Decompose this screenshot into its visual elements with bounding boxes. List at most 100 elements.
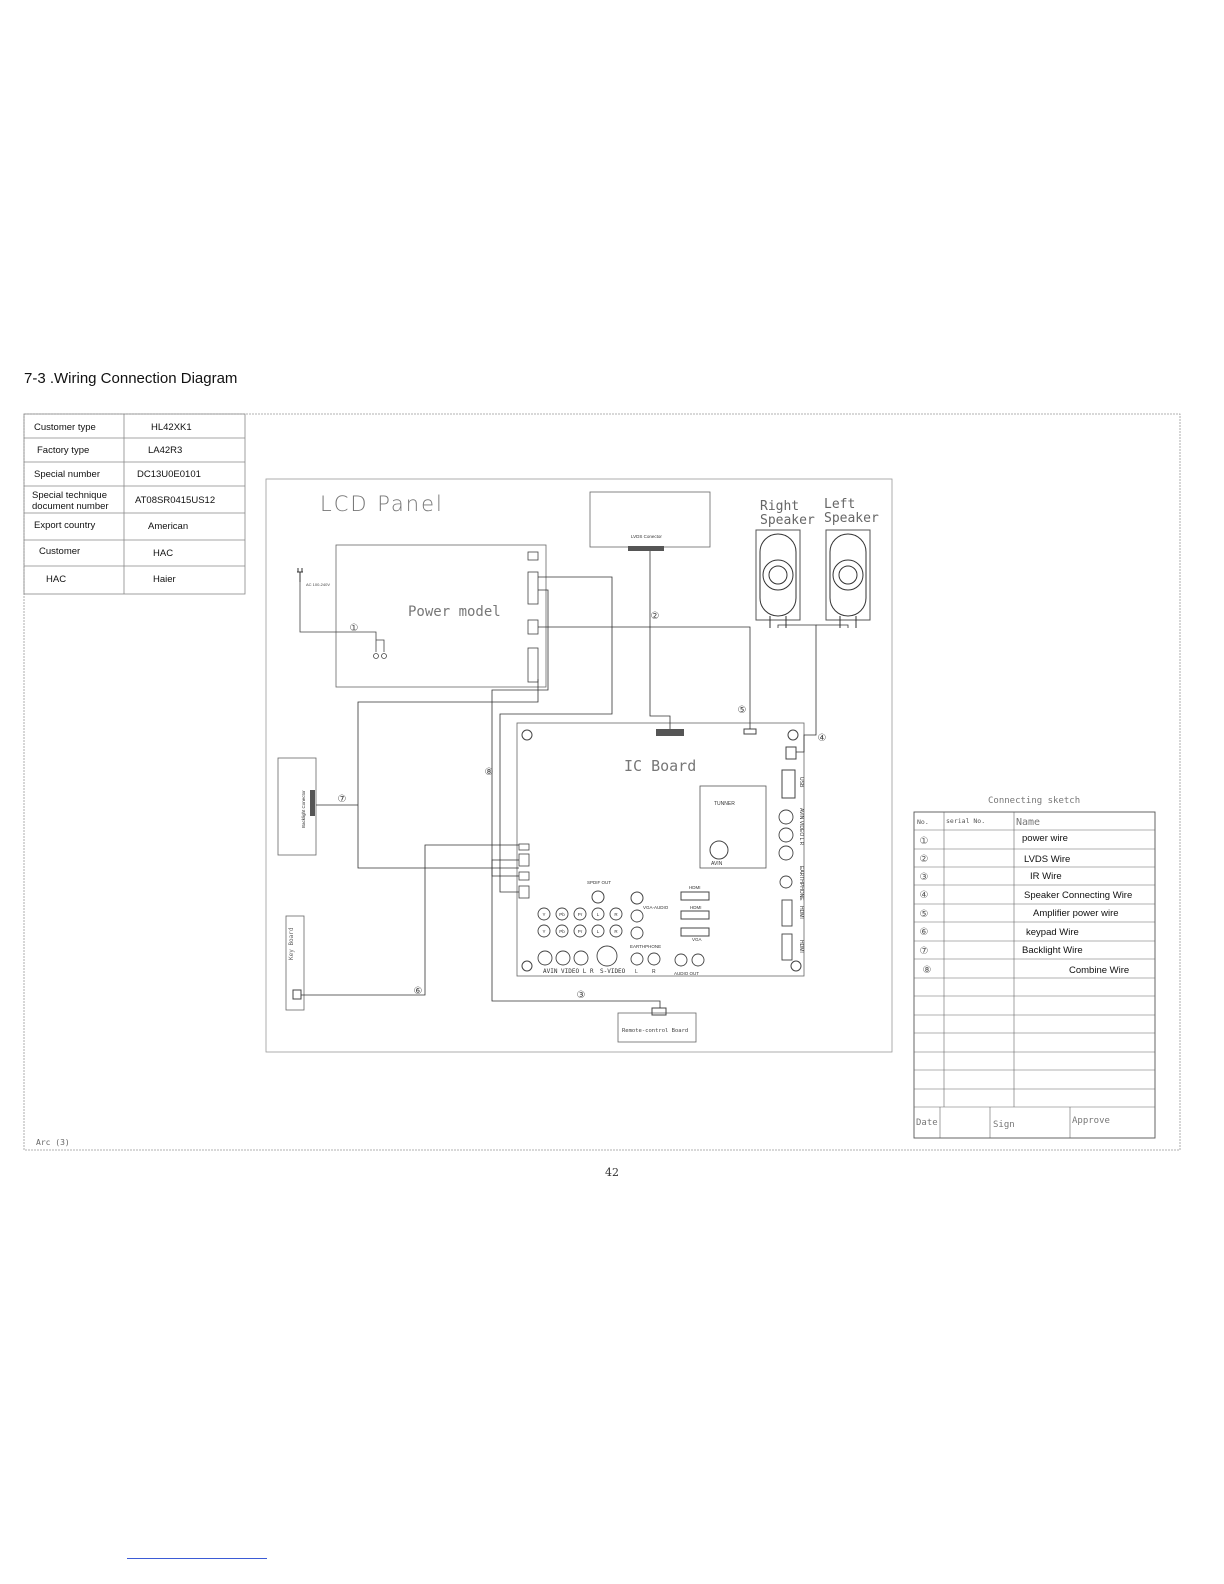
ic-board-mount-hole bbox=[521, 729, 533, 741]
remote-board-label: Remote-control Board bbox=[622, 1028, 688, 1034]
wire-marker-3: ③ bbox=[577, 990, 586, 1001]
hdmi-side-label-2: HDMI bbox=[798, 940, 804, 953]
backlight-wire bbox=[357, 679, 539, 869]
hdmi-side-label-1: HDMI bbox=[798, 906, 804, 919]
left-speaker-label-1: Left bbox=[824, 497, 855, 512]
component-label-r2: R bbox=[614, 929, 618, 934]
usb-port-label: USB bbox=[798, 777, 804, 788]
lvds-connector-label: LVDS Conector bbox=[631, 534, 662, 539]
wire-marker-6: ⑥ bbox=[414, 986, 423, 997]
info-table: Customer type HL42XK1 Factory type LA42R… bbox=[23, 413, 246, 595]
amp-board-connector bbox=[743, 728, 757, 735]
av-in-video-lr-side-label: AVIN VIDEO L R bbox=[798, 808, 804, 846]
sketch-row-no: ⑦ bbox=[920, 946, 929, 957]
power-module-label: Power model bbox=[408, 604, 501, 620]
right-speaker-label-2: Speaker bbox=[760, 513, 815, 528]
sketch-row-name: Speaker Connecting Wire bbox=[1024, 890, 1132, 901]
connecting-sketch-title: Connecting sketch bbox=[988, 796, 1080, 806]
spdif-jack bbox=[591, 890, 605, 904]
hdmi-port-1 bbox=[680, 891, 710, 901]
keypad-wire bbox=[301, 844, 519, 996]
av-in-label: AVIN bbox=[711, 861, 723, 867]
component-label-y2: Y bbox=[542, 929, 545, 934]
bottom-label-audio-out: AUDIO OUT bbox=[674, 971, 699, 976]
component-label-pb2: Pb bbox=[559, 929, 565, 934]
speaker-board-connector bbox=[785, 746, 797, 760]
key-board-box bbox=[285, 915, 305, 1011]
vga-label: VGA bbox=[692, 937, 702, 942]
sketch-row-name: LVDS Wire bbox=[1024, 854, 1070, 865]
right-speaker-icon bbox=[755, 529, 801, 628]
ac-plug-icon bbox=[297, 568, 303, 582]
page-title: 7-3 .Wiring Connection Diagram bbox=[24, 370, 238, 387]
key-board-connector bbox=[292, 989, 302, 1000]
drawing-frame bbox=[23, 413, 1181, 1151]
page-number: 42 bbox=[605, 1166, 619, 1179]
remote-board-connector bbox=[651, 1007, 667, 1016]
info-value-customer-type: HL42XK1 bbox=[151, 422, 192, 433]
power-module-connectors bbox=[527, 551, 539, 683]
component-jacks bbox=[537, 907, 644, 940]
vga-port bbox=[680, 927, 710, 937]
sketch-row-name: Backlight Wire bbox=[1022, 945, 1083, 956]
component-label-pr1: Pr bbox=[578, 912, 583, 917]
earphone-side-label: EARTHPHONE bbox=[798, 866, 804, 901]
wires bbox=[301, 551, 849, 1008]
power-module-box bbox=[335, 544, 547, 688]
sketch-row-name: Combine Wire bbox=[1069, 965, 1129, 976]
earphone-label: EARTHPHONE bbox=[630, 944, 661, 949]
wire-marker-8: ⑧ bbox=[485, 767, 494, 778]
sketch-row-no: ① bbox=[920, 836, 929, 847]
info-value-export-country: American bbox=[148, 521, 188, 532]
ic-board-label: IC Board bbox=[624, 757, 696, 775]
board-left-connectors bbox=[518, 843, 530, 899]
hdmi-label-2: HDMI bbox=[690, 905, 702, 910]
usb-port bbox=[781, 769, 796, 799]
info-label-export-country: Export country bbox=[34, 520, 95, 531]
sketch-row-name: keypad Wire bbox=[1026, 927, 1079, 938]
bottom-label-avin: AVIN VIDEO L R bbox=[543, 968, 594, 975]
spdif-out-label: SPDIF OUT bbox=[587, 880, 611, 885]
component-label-r1: R bbox=[614, 912, 618, 917]
info-label-document-number: document number bbox=[32, 501, 109, 512]
key-board-label: Key Board bbox=[288, 927, 295, 960]
info-label-special-number: Special number bbox=[34, 469, 100, 480]
info-value-special-technique: AT08SR0415US12 bbox=[135, 495, 215, 506]
sketch-header-name: Name bbox=[1016, 817, 1040, 828]
av-in-jack bbox=[709, 840, 729, 860]
combine-wire bbox=[499, 576, 613, 893]
ac-input-label: AC 100-240V bbox=[306, 582, 330, 587]
backlight-connector-box bbox=[277, 757, 317, 856]
wire-marker-5: ⑤ bbox=[738, 705, 747, 716]
bottom-label-svideo: S-VIDEO bbox=[600, 968, 626, 975]
left-speaker-label-2: Speaker bbox=[824, 511, 879, 526]
sketch-row-no: ③ bbox=[920, 872, 929, 883]
sketch-row-name: power wire bbox=[1022, 833, 1068, 844]
hdmi-port-2 bbox=[680, 910, 710, 920]
info-label-factory-type: Factory type bbox=[37, 445, 89, 456]
sketch-footer-sign: Sign bbox=[993, 1120, 1015, 1130]
info-label-hac: HAC bbox=[46, 574, 66, 585]
ic-board-mount-hole bbox=[790, 960, 802, 972]
sketch-row-name: Amplifier power wire bbox=[1033, 908, 1119, 919]
speaker-wire-left bbox=[816, 624, 849, 628]
info-value-hac: Haier bbox=[153, 574, 176, 585]
sketch-row-no: ⑥ bbox=[920, 927, 929, 938]
sketch-row-no: ⑧ bbox=[923, 965, 932, 976]
vga-audio-jack bbox=[630, 891, 644, 905]
backlight-connector-pins bbox=[310, 790, 315, 816]
info-label-customer-type: Customer type bbox=[34, 422, 96, 433]
tuner-box bbox=[699, 785, 767, 869]
sketch-row-no: ⑤ bbox=[920, 909, 929, 920]
vga-audio-label: VGA-AUDIO bbox=[643, 905, 669, 910]
lcd-panel-title: LCD Panel bbox=[320, 492, 444, 516]
info-value-factory-type: LA42R3 bbox=[148, 445, 182, 456]
speaker-wire bbox=[777, 624, 817, 753]
ic-board-mount-hole bbox=[521, 960, 533, 972]
right-side-jacks bbox=[778, 809, 794, 961]
info-label-special-technique: Special technique bbox=[32, 490, 107, 501]
bottom-row-jacks bbox=[537, 945, 705, 967]
footnote-rule bbox=[127, 1558, 267, 1559]
power-wire bbox=[299, 582, 387, 659]
